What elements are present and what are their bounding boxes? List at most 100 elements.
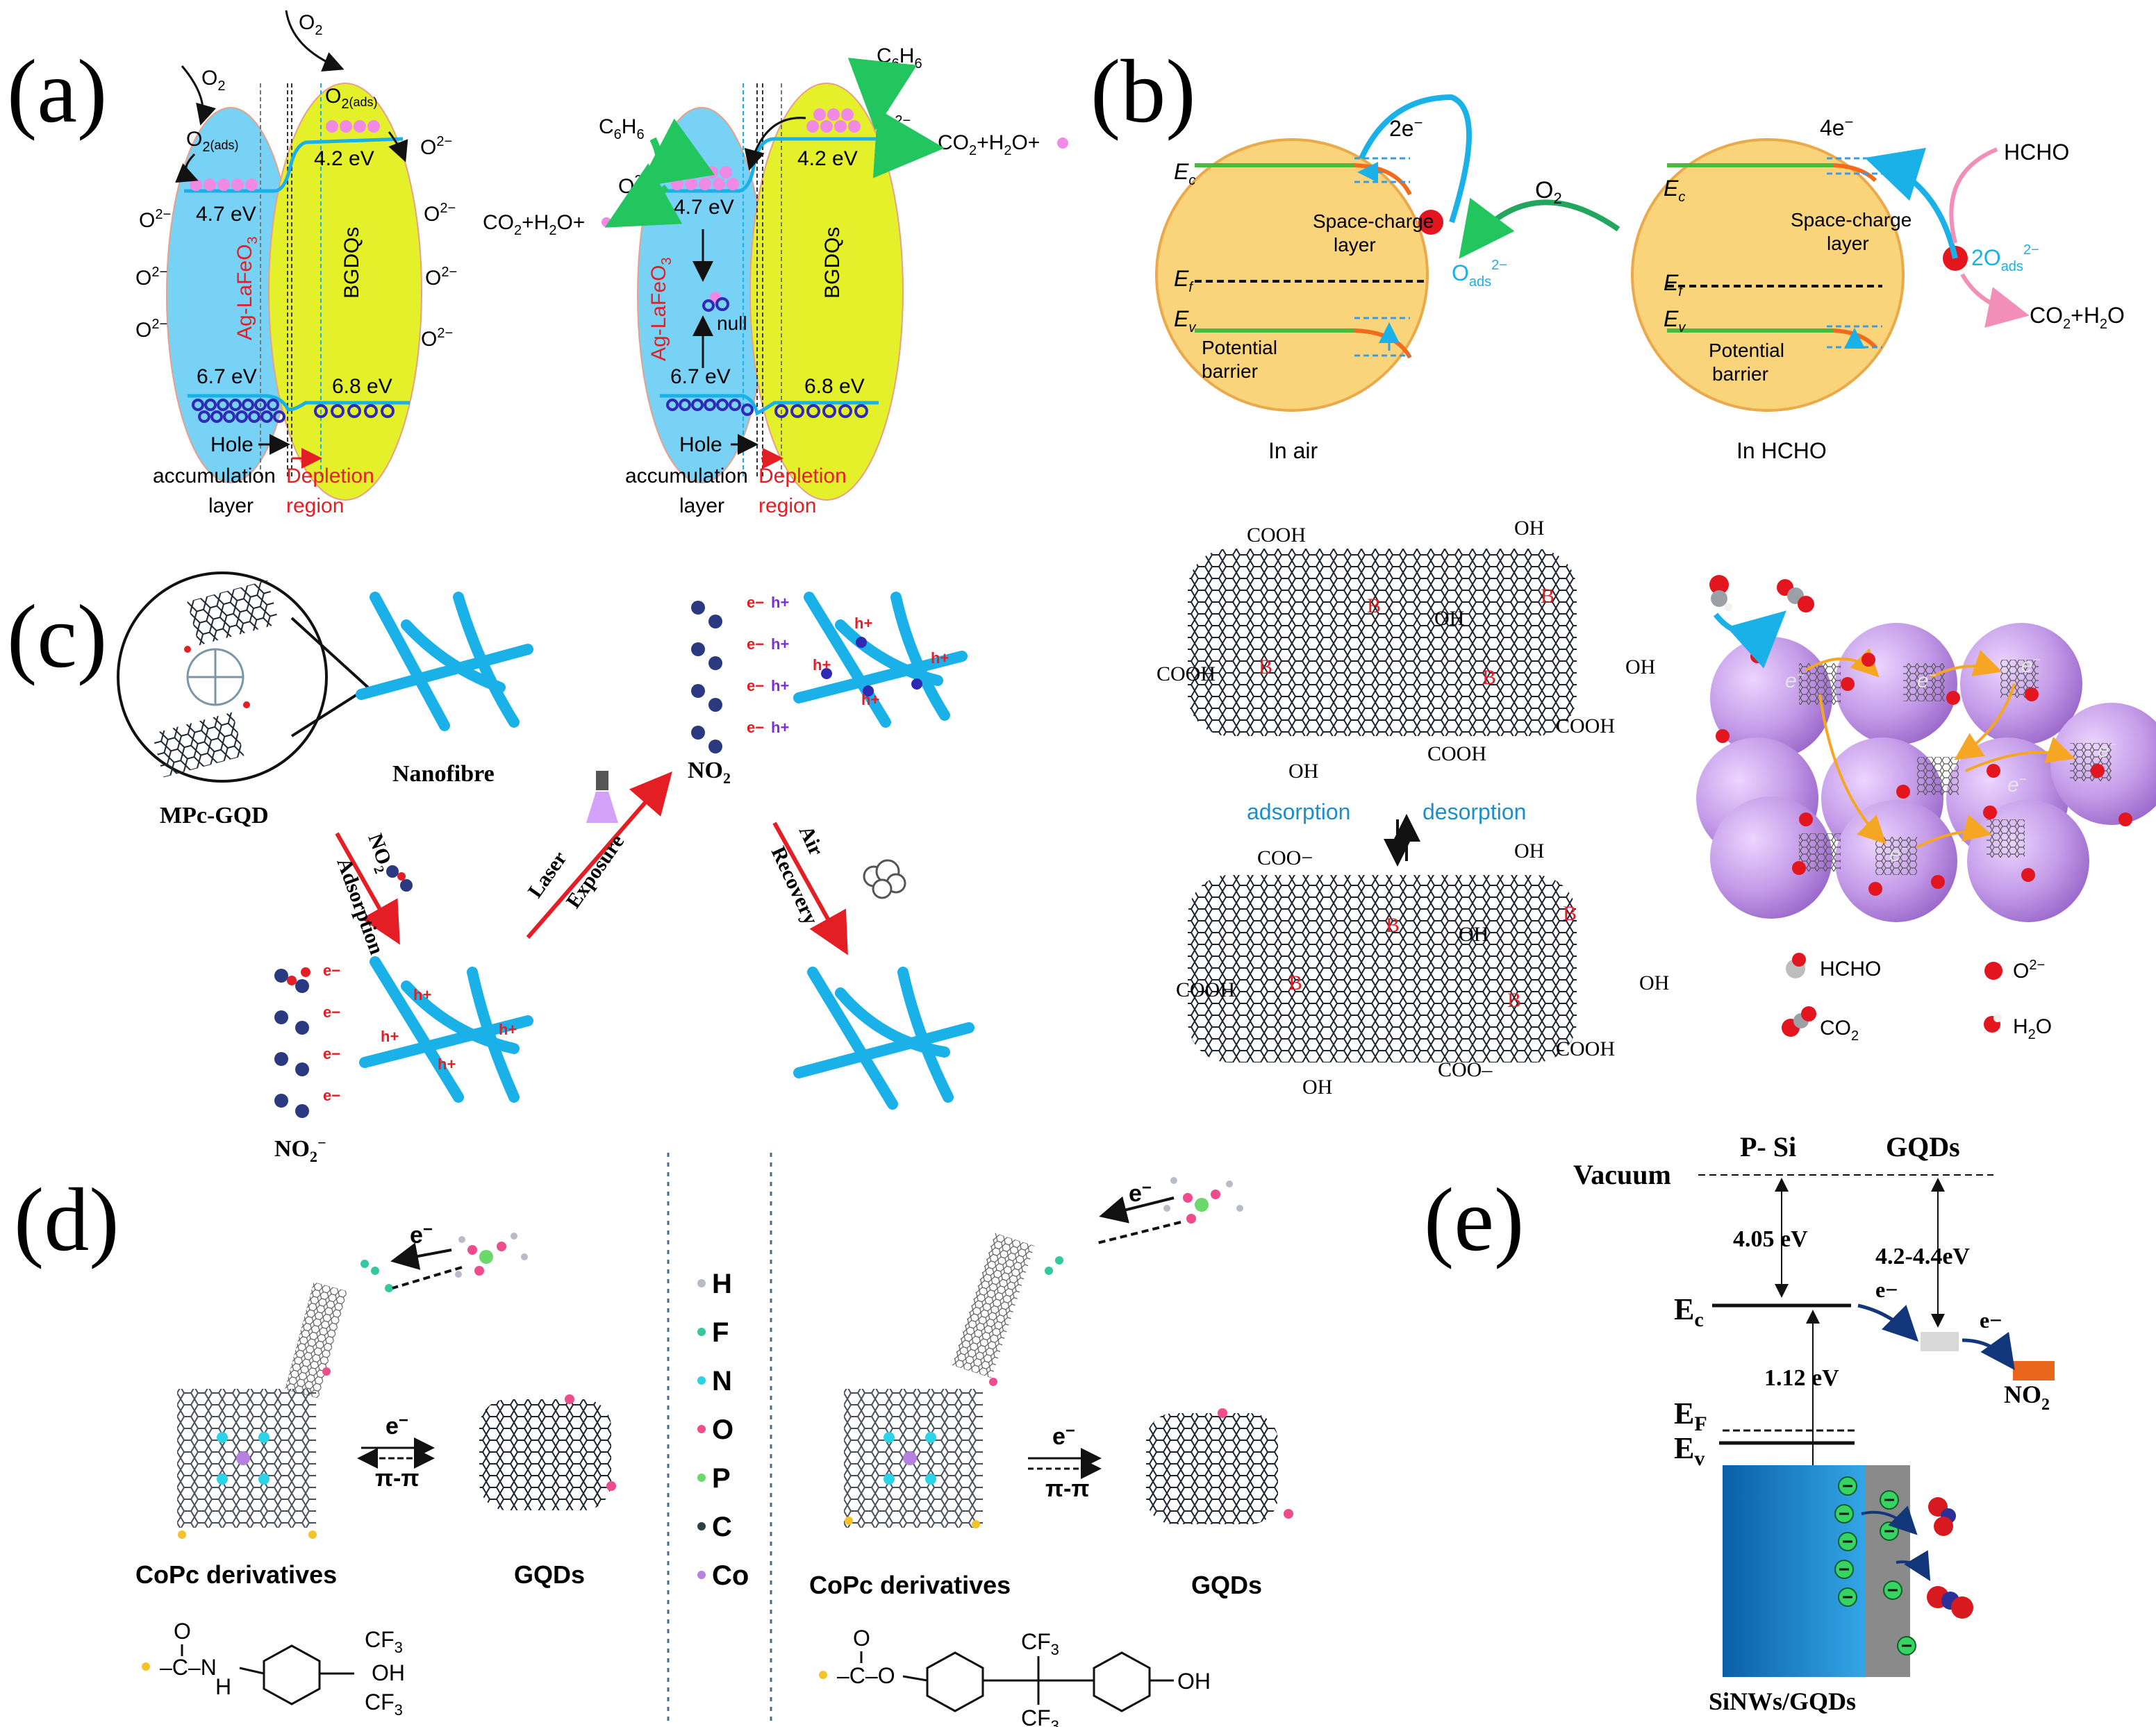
- svg-text:COOH: COOH: [1176, 978, 1235, 1001]
- interaction-arrows-left: e− π-π: [357, 1411, 435, 1492]
- svg-text:h+: h+: [771, 594, 789, 611]
- region-label-left: region: [286, 494, 344, 517]
- svg-text:O2−: O2−: [135, 265, 167, 290]
- svg-text:4.05 eV: 4.05 eV: [1733, 1226, 1808, 1252]
- svg-text:NO2−: NO2−: [274, 1134, 326, 1165]
- svg-text:H: H: [215, 1674, 231, 1699]
- adsorption-arrow: [335, 832, 400, 945]
- nanofibre-label: Nanofibre: [392, 761, 495, 787]
- substituent-structure-left: –C–N O H CF3 OH CF3: [142, 1619, 405, 1719]
- no2-molecule-icon: [386, 865, 413, 892]
- c6h6-label-right: C6H6: [877, 44, 922, 72]
- recovery-arrow: [772, 821, 848, 956]
- copc-label-left: CoPc derivatives: [135, 1560, 337, 1589]
- layer-label-left: layer: [208, 494, 254, 517]
- svg-text:OH: OH: [1514, 517, 1544, 540]
- svg-text:O2−: O2−: [135, 317, 167, 342]
- panel-b-label: (b): [1091, 42, 1196, 142]
- svg-text:CO2: CO2: [1820, 1017, 1859, 1044]
- svg-text:O: O: [712, 1415, 733, 1445]
- air-label: Air: [795, 822, 828, 859]
- svg-text:Ec: Ec: [1674, 1292, 1704, 1331]
- svg-text:e−: e−: [2098, 737, 2116, 762]
- panel-a: (a) 4: [7, 10, 1068, 517]
- svg-text:e−: e−: [1052, 1421, 1075, 1450]
- energy-6-8-left: 6.8 eV: [332, 375, 392, 398]
- svg-text:layer: layer: [1334, 234, 1376, 256]
- svg-text:barrier: barrier: [1712, 363, 1768, 385]
- panel-a-left: 4.7 eV 4.2 eV 6.7 eV 6.8 eV Ag-LaFeO3 BG…: [135, 10, 457, 517]
- panel-a-right: 4.7 eV 4.2 eV 6.7 eV 6.8 eV Ag-LaFeO3 BG…: [483, 44, 1068, 517]
- panel-c-label: (c): [7, 587, 107, 687]
- material-bgdqs-right: BGDQs: [821, 227, 844, 299]
- svg-text:O2−: O2−: [420, 134, 452, 159]
- energy-4-7-right: 4.7 eV: [674, 196, 734, 219]
- products-right: CO2+H2O+: [938, 131, 1040, 158]
- o2-minus-ions-left: O2− O2− O2− O2− O2− O2− O2−: [135, 134, 457, 351]
- no2-minus-molecules: e− e− e− e− NO2−: [274, 962, 340, 1165]
- recombination-null: null: [693, 229, 747, 368]
- svg-text:OH: OH: [1288, 760, 1318, 783]
- svg-text:Co: Co: [712, 1560, 749, 1591]
- holes-right-bgdq: [774, 404, 868, 418]
- svg-text:B: B: [1507, 989, 1521, 1012]
- svg-text:COOH: COOH: [1556, 1037, 1615, 1060]
- hole-label-left: Hole: [210, 433, 254, 456]
- gqd-molecule-right: [1146, 1408, 1293, 1524]
- energy-6-8-right: 6.8 eV: [804, 375, 865, 398]
- bgdqs-ellipse-left: [268, 83, 422, 501]
- svg-text:P: P: [712, 1463, 731, 1494]
- svg-text:e−: e−: [1889, 842, 1908, 866]
- svg-text:NO2: NO2: [2004, 1380, 2050, 1414]
- copc-molecule-left: [177, 1260, 393, 1539]
- svg-text:OH: OH: [1302, 1076, 1332, 1099]
- copc-molecule-right: [844, 1233, 1063, 1528]
- panel-b-legend: HCHO O2− CO2 H2O: [1782, 953, 2052, 1044]
- laser-icon: [586, 771, 618, 823]
- svg-text:OH: OH: [1514, 840, 1544, 862]
- products-left: CO2+H2O+: [483, 211, 585, 238]
- svg-text:4.2-4.4eV: 4.2-4.4eV: [1875, 1244, 1970, 1269]
- energy-6-7-left: 6.7 eV: [197, 365, 257, 388]
- panel-e: (e) P- Si GQDs Vacuum 4.05 eV 4.2-4.4eV …: [1424, 1131, 2055, 1715]
- mpc-gqd-label: MPc-GQD: [160, 803, 269, 828]
- valence-band-left: [188, 394, 410, 412]
- svg-text:OH: OH: [1434, 607, 1464, 630]
- svg-text:e−: e−: [747, 594, 764, 611]
- c6h6-label-left: C6H6: [599, 115, 645, 142]
- cloud-icon: [863, 859, 906, 899]
- svg-text:h+: h+: [381, 1028, 399, 1045]
- material-ag-lafeo3-right: Ag-LaFeO3: [647, 257, 674, 361]
- co2-h2o-label-b: CO2+H2O: [2030, 303, 2125, 332]
- svg-text:B: B: [1288, 971, 1302, 994]
- gqds-label-e: GQDs: [1886, 1131, 1960, 1162]
- svg-text:Potential: Potential: [1709, 340, 1784, 361]
- svg-text:CF3: CF3: [365, 1690, 403, 1719]
- svg-text:e−: e−: [1875, 1277, 1898, 1302]
- panel-a-label: (a): [7, 42, 107, 142]
- svg-text:2e−: 2e−: [1389, 114, 1423, 141]
- svg-text:COO−: COO−: [1257, 846, 1313, 869]
- sphere-in-hcho: Ec Ef Ev Space-charge layer Potential ba…: [1631, 113, 2125, 463]
- energy-4-2-right: 4.2 eV: [797, 147, 858, 170]
- two-oads-label: 2Oads2−: [1971, 242, 2039, 274]
- svg-text:h+: h+: [413, 986, 431, 1003]
- panel-d: (d) e− e− π-π: [14, 1153, 1293, 1727]
- svg-text:e−: e−: [747, 635, 764, 653]
- accumulation-label-left: accumulation: [153, 465, 276, 487]
- no2-level-box: [2013, 1361, 2055, 1380]
- svg-text:OH: OH: [1639, 971, 1669, 994]
- nanofibre-top: [356, 592, 533, 731]
- svg-text:OH: OH: [372, 1660, 405, 1685]
- svg-text:EF: EF: [1674, 1396, 1707, 1435]
- depletion-label-left: Depletion: [286, 465, 374, 487]
- energy-6-7-right: 6.7 eV: [670, 365, 731, 388]
- svg-text:COOH: COOH: [1156, 662, 1216, 685]
- svg-text:B: B: [1386, 914, 1400, 937]
- svg-text:e−: e−: [323, 962, 340, 979]
- svg-text:Ec: Ec: [1174, 159, 1195, 188]
- svg-text:h+: h+: [771, 719, 789, 736]
- oads-label-b: Oads2−: [1452, 258, 1507, 290]
- gqd-molecule-left: [479, 1394, 616, 1510]
- svg-text:π-π: π-π: [1045, 1476, 1089, 1502]
